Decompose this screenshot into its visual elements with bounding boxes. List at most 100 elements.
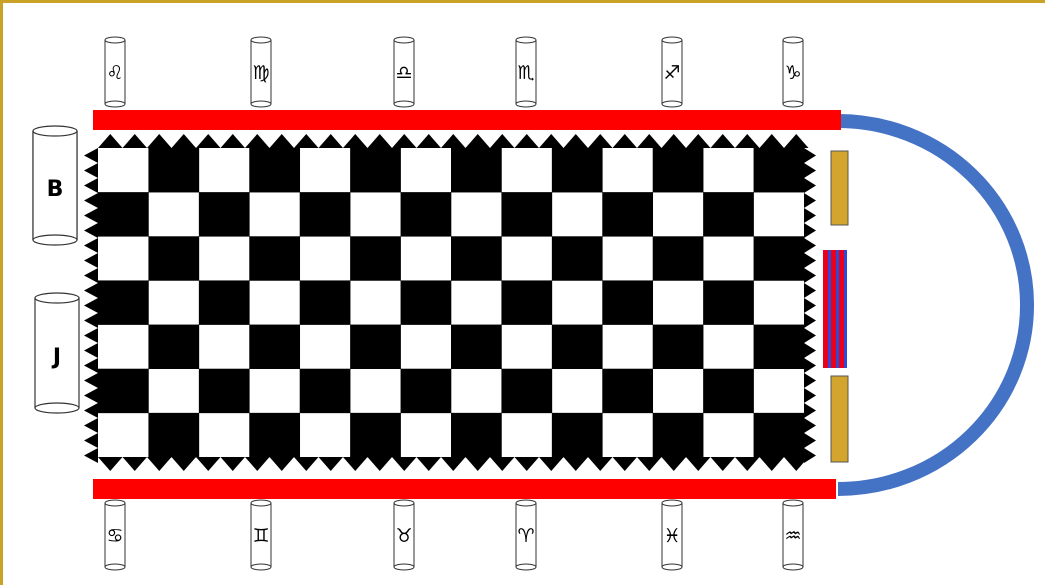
floor-tile-black (653, 413, 704, 457)
border-tassel (804, 313, 816, 328)
floor-tile-black (552, 325, 603, 369)
border-tassel (539, 457, 564, 471)
top-red-rail (93, 110, 841, 130)
border-tassel (804, 193, 816, 208)
border-tassel (466, 134, 491, 148)
border-tassel (343, 134, 368, 148)
zodiac-glyph: ♎ (395, 62, 412, 84)
border-tassel (417, 134, 442, 148)
zodiac-column: ♏ (516, 37, 536, 107)
pillar-b: B (33, 126, 77, 245)
border-tassel (84, 193, 98, 208)
zodiac-column: ♓ (662, 500, 682, 570)
border-tassel (294, 134, 319, 148)
border-tassel (711, 134, 736, 148)
border-tassel (686, 457, 711, 471)
border-tassel (172, 134, 197, 148)
floor-tile-black (602, 369, 653, 413)
gold-block-top (831, 151, 848, 225)
border-tassel (392, 134, 417, 148)
zodiac-bottom-row: ♋♊♉♈♓♒ (105, 500, 803, 570)
border-tassel (270, 134, 295, 148)
zodiac-top-row: ♌ ♍ ♎ ♏ ♐ ♑ (105, 37, 803, 107)
floor-tile-black (350, 325, 401, 369)
floor-tile-black (401, 369, 452, 413)
zodiac-glyph: ♈ (517, 525, 534, 547)
border-tassel (84, 343, 98, 358)
border-tassel (804, 358, 816, 373)
floor-tile-black (602, 192, 653, 236)
floor-tile-black (249, 413, 300, 457)
border-tassel (84, 148, 98, 163)
pillar-j-label: J (51, 345, 61, 370)
striped-veil (823, 250, 847, 368)
veil-stripe (839, 250, 844, 368)
border-tassel (804, 418, 816, 433)
border-tassel (245, 457, 270, 471)
border-tassel (804, 163, 816, 178)
border-tassel (84, 238, 98, 253)
floor-tile-black (602, 280, 653, 324)
border-tassel (804, 268, 816, 283)
border-tassel (804, 238, 816, 253)
floor-tile-black (350, 413, 401, 457)
border-tassel (637, 134, 662, 148)
border-tassel (172, 457, 197, 471)
floor-tile-black (98, 280, 149, 324)
border-tassel (804, 433, 816, 448)
border-tassel (147, 457, 172, 471)
floor-tile-black (98, 192, 149, 236)
border-tassel (84, 163, 98, 178)
border-tassel (490, 134, 515, 148)
border-tassel (804, 373, 816, 388)
border-tassel (392, 457, 417, 471)
floor-tile-black (98, 369, 149, 413)
border-tassel (539, 134, 564, 148)
border-tassel (196, 457, 221, 471)
pillar-j: J (35, 293, 79, 413)
floor-tile-black (653, 236, 704, 280)
floor-tile-black (754, 148, 805, 192)
border-tassel (804, 403, 816, 418)
zodiac-column: ♋ (105, 500, 125, 570)
floor-tile-black (401, 280, 452, 324)
border-tassel (662, 457, 687, 471)
zodiac-column: ♐ (662, 37, 682, 107)
border-tassel (270, 457, 295, 471)
border-tassel (760, 457, 785, 471)
border-tassel (441, 457, 466, 471)
border-tassel (466, 457, 491, 471)
border-tassel (98, 134, 123, 148)
floor-tile-black (199, 369, 250, 413)
veil-stripe (828, 250, 831, 368)
border-tassel (221, 457, 246, 471)
floor-tile-black (703, 369, 754, 413)
floor-tile-black (148, 413, 199, 457)
floor-tile-black (199, 192, 250, 236)
border-tassel (294, 457, 319, 471)
floor-tile-black (148, 236, 199, 280)
border-tassel (441, 134, 466, 148)
floor-tile-black (703, 280, 754, 324)
gold-block-bottom (831, 376, 848, 462)
floor-tile-black (401, 192, 452, 236)
frame-left (0, 0, 3, 585)
floor-tile-black (501, 192, 552, 236)
border-tassel (368, 457, 393, 471)
frame-top (0, 0, 1045, 3)
border-tassel (84, 448, 98, 463)
floor-tile-black (754, 325, 805, 369)
border-tassel (804, 208, 816, 223)
zodiac-glyph: ♑ (784, 62, 801, 84)
zodiac-glyph: ♍ (252, 62, 269, 84)
floor-tile-black (754, 413, 805, 457)
zodiac-glyph: ♊ (252, 525, 269, 547)
border-tassel (84, 373, 98, 388)
border-tassel (84, 268, 98, 283)
border-tassel (84, 358, 98, 373)
border-tassel (343, 457, 368, 471)
zodiac-glyph: ♐ (663, 62, 680, 84)
zodiac-column: ♌ (105, 37, 125, 107)
zodiac-column: ♑ (783, 37, 803, 107)
border-tassel (245, 134, 270, 148)
